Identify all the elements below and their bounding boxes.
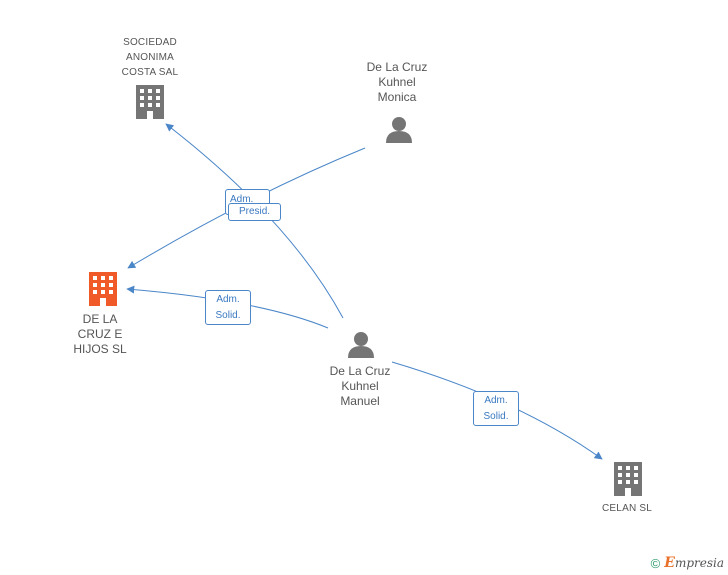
- node-label-manuel[interactable]: De La Cruz Kuhnel Manuel: [329, 364, 391, 408]
- building-icon: [136, 85, 164, 119]
- copyright-icon: ©: [650, 555, 661, 571]
- node-label-celan[interactable]: CELAN SL: [602, 503, 652, 514]
- node-label-delacruz[interactable]: DE LA CRUZ E HIJOS SL: [73, 312, 127, 356]
- brand-logo: Empresia: [664, 555, 724, 571]
- watermark: © Empresia: [651, 555, 724, 571]
- edge-badge-adm-solid-2: Adm. Solid.: [473, 391, 519, 426]
- building-icon: [89, 272, 117, 306]
- node-label-monica[interactable]: De La Cruz Kuhnel Monica: [366, 60, 428, 104]
- person-icon: [348, 332, 374, 358]
- edge-badge-adm-solid-1: Adm. Solid.: [205, 290, 251, 325]
- node-label-sociedad[interactable]: SOCIEDAD ANONIMA COSTA SAL: [121, 37, 179, 78]
- person-icon: [386, 117, 412, 143]
- building-icon: [614, 462, 642, 496]
- edge-badge-presid: Presid.: [228, 203, 281, 221]
- edge-manuel-to-sociedad: [165, 123, 344, 319]
